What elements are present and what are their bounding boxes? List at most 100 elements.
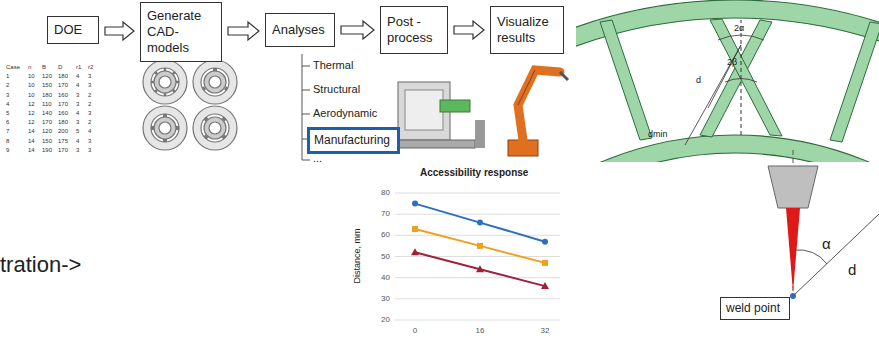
flow-arrow	[228, 22, 259, 40]
weld-nozzle	[768, 150, 879, 300]
dimension-label: d	[696, 76, 701, 85]
tick-label: 30	[381, 295, 390, 303]
table-cell: 3	[76, 119, 79, 125]
table-cell: 5	[76, 128, 79, 134]
table-cell: 6	[6, 119, 9, 125]
table-cell: 3	[76, 147, 79, 153]
table-cell: 3	[76, 101, 79, 107]
node-text: Manufacturing	[314, 133, 390, 148]
flow-arrow	[341, 21, 374, 39]
table-cell: 3	[88, 82, 91, 88]
tick-label: 80	[381, 189, 390, 197]
tick-label: 50	[381, 253, 390, 261]
node-text: Post - process	[387, 14, 441, 46]
table-cell: 12	[28, 101, 35, 107]
table-cell: 12	[28, 110, 35, 116]
table-header: B	[42, 64, 46, 70]
tick-label: 70	[381, 210, 390, 218]
ring-drawing	[576, 0, 879, 162]
table-cell: 180	[58, 119, 68, 125]
table-cell: 14	[28, 128, 35, 134]
node-text: Analyses	[272, 22, 325, 38]
table-header: r2	[88, 64, 93, 70]
table-header: r1	[76, 64, 81, 70]
table-cell: 150	[42, 82, 52, 88]
robot-cell	[395, 70, 568, 156]
cad-wheels	[143, 60, 237, 150]
table-cell: 3	[88, 138, 91, 144]
table-cell: 1	[6, 73, 9, 79]
table-cell: 10	[28, 82, 35, 88]
table-cell: 3	[76, 92, 79, 98]
table-cell: 8	[6, 138, 9, 144]
table-cell: 3	[88, 110, 91, 116]
table-cell: 10	[28, 92, 35, 98]
table-cell: 180	[42, 92, 52, 98]
table-cell: 200	[58, 128, 68, 134]
table-cell: 12	[28, 119, 35, 125]
angle-label: α	[822, 236, 831, 251]
tree-item: ...	[313, 153, 322, 164]
table-cell: 5	[6, 110, 9, 116]
table-cell: 170	[58, 147, 68, 153]
table-cell: 180	[58, 73, 68, 79]
table-cell: 4	[76, 138, 79, 144]
table-cell: 4	[76, 82, 79, 88]
table-cell: 7	[6, 128, 9, 134]
table-cell: 4	[88, 128, 91, 134]
tick-label: 40	[381, 274, 390, 282]
table-cell: 120	[42, 73, 52, 79]
node-text: DOE	[54, 22, 82, 38]
table-cell: 2	[88, 101, 91, 107]
tick-label: 16	[476, 327, 485, 335]
highlight-box: Manufacturing	[307, 127, 400, 154]
process-box: Generate CAD-models	[140, 2, 222, 62]
table-cell: 120	[42, 128, 52, 134]
chart-title: Accessibility response	[420, 168, 528, 178]
table-cell: 4	[76, 110, 79, 116]
dimension-label: dmin	[648, 130, 668, 139]
angle-label: 2β	[727, 58, 737, 67]
chart	[395, 193, 560, 320]
table-cell: 2	[88, 119, 91, 125]
flow-arrow	[454, 21, 484, 39]
table-cell: 3	[6, 92, 9, 98]
table-cell: 170	[58, 101, 68, 107]
table-cell: 140	[42, 110, 52, 116]
table-cell: 2	[88, 92, 91, 98]
process-box: Visualize results	[490, 6, 564, 54]
node-text: weld point	[726, 301, 780, 316]
process-box: Analyses	[265, 13, 335, 47]
tick-label: 32	[541, 327, 550, 335]
table-cell: 150	[42, 138, 52, 144]
tree-item: Aerodynamic	[313, 108, 377, 119]
flow-arrow	[105, 22, 134, 40]
table-cell: 160	[58, 92, 68, 98]
table-cell: 14	[28, 147, 35, 153]
table-header: D	[58, 64, 62, 70]
axis-title: Distance, mm	[353, 228, 362, 283]
table-cell: 4	[6, 101, 9, 107]
tick-label: 60	[381, 231, 390, 239]
dimension-label: d	[848, 262, 856, 277]
label-box: weld point	[720, 297, 790, 320]
table-cell: 160	[58, 110, 68, 116]
angle-label: 2α	[734, 24, 744, 33]
table-cell: 14	[28, 138, 35, 144]
tree-item: Thermal	[313, 60, 353, 71]
table-cell: 170	[42, 119, 52, 125]
tick-label: 20	[381, 316, 390, 324]
table-cell: 9	[6, 147, 9, 153]
process-box: Post - process	[380, 6, 448, 54]
tick-label: 0	[413, 327, 417, 335]
node-text: Generate CAD-models	[147, 8, 215, 56]
table-cell: 190	[42, 147, 52, 153]
table-header: n	[28, 64, 31, 70]
node-text: Visualize results	[497, 14, 557, 46]
table-cell: 4	[76, 73, 79, 79]
table-cell: 3	[88, 73, 91, 79]
tree-item: Structural	[313, 84, 360, 95]
process-box: DOE	[47, 16, 99, 44]
table-cell: 170	[58, 82, 68, 88]
table-cell: 3	[88, 147, 91, 153]
